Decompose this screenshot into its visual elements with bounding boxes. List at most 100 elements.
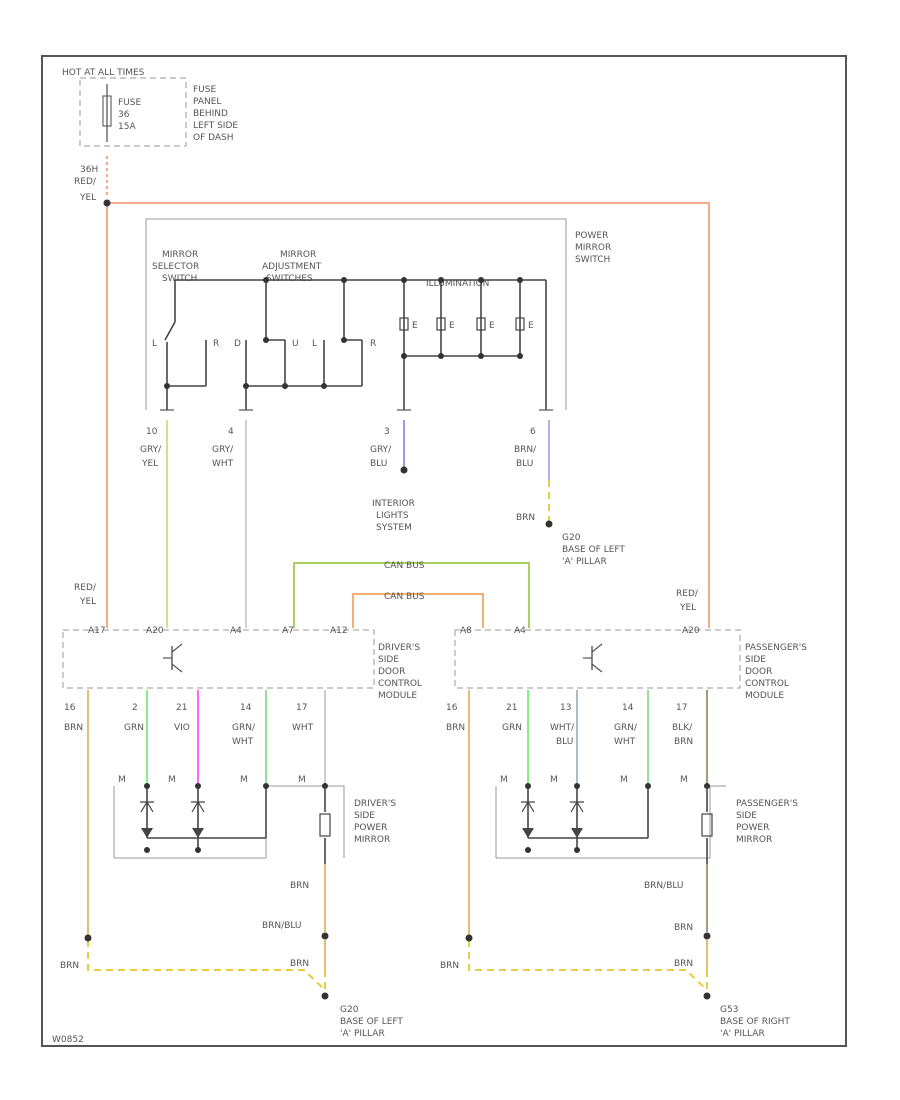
wire-gry-blu-1: GRY/ — [370, 445, 392, 455]
interior-lights-label-1: INTERIOR — [372, 499, 415, 509]
wire-gry-blu-2: BLU — [370, 459, 387, 469]
bulb-mark-1: E — [412, 321, 418, 331]
left-ground-loc-1: BASE OF LEFT — [340, 1017, 403, 1027]
can-bus-top-label: CAN BUS — [384, 561, 425, 571]
passengers-out-pin-13: 13 — [560, 703, 571, 713]
fuse-location-3: BEHIND — [193, 109, 228, 119]
fuse-panel-box — [79, 77, 187, 147]
ground-g20-switch-dot — [545, 520, 553, 528]
passengers-pin-a20: A20 — [682, 626, 700, 636]
passengers-module-output-wires — [468, 690, 708, 936]
drivers-out-brn: BRN — [64, 723, 83, 733]
feed-circuit-number: 36H — [80, 165, 98, 175]
drivers-feed-color-1: RED/ — [74, 583, 97, 593]
right-ground-wire-brn-blu: BRN/BLU — [644, 881, 684, 891]
right-ground-loc-2: 'A' PILLAR — [720, 1029, 765, 1039]
passengers-mirror-label-4: MIRROR — [736, 835, 772, 845]
passengers-pin-a4: A4 — [514, 626, 526, 636]
footer-code: W0852 — [52, 1035, 84, 1045]
passengers-out-wht-blu-1: WHT/ — [550, 723, 575, 733]
right-ground-loc-1: BASE OF RIGHT — [720, 1017, 790, 1027]
interior-lights-label-2: LIGHTS — [376, 511, 409, 521]
passengers-mirror-tag-1: M — [500, 775, 508, 785]
passengers-mirror-motors — [521, 786, 649, 850]
wire-pin-3: 3 — [384, 427, 390, 437]
switch-output-wires — [166, 420, 550, 628]
drivers-pin-a4: A4 — [230, 626, 242, 636]
passengers-module-label-4: CONTROL — [745, 679, 789, 689]
passengers-mirror-heater — [701, 786, 713, 864]
passengers-out-grn-wht-2: WHT — [614, 737, 636, 747]
wire-gry-wht-2: WHT — [212, 459, 234, 469]
bulb-mark-2: E — [449, 321, 455, 331]
drivers-mirror-tag-3: M — [240, 775, 248, 785]
adjust-left-mark: L — [312, 339, 317, 349]
drivers-door-control-module — [62, 629, 375, 689]
diagram-frame — [41, 55, 847, 1047]
drivers-mirror-tag-4: M — [298, 775, 306, 785]
selector-switch-label-1: MIRROR — [162, 250, 198, 260]
bulb-mark-3: E — [489, 321, 495, 331]
red-yel-feed-wires — [106, 156, 710, 628]
switch-internal-bus — [164, 279, 547, 410]
bulb-mark-4: E — [528, 321, 534, 331]
wire-gry-yel-1: GRY/ — [140, 445, 162, 455]
passengers-feed-color-1: RED/ — [676, 589, 699, 599]
drivers-mirror-label-3: POWER — [354, 823, 387, 833]
drivers-module-label-1: DRIVER'S — [378, 643, 420, 653]
drivers-pin-a12: A12 — [330, 626, 348, 636]
drivers-mirror-tag-1: M — [118, 775, 126, 785]
wire-pin-6: 6 — [530, 427, 536, 437]
drivers-power-mirror-box — [114, 785, 345, 859]
fuse-location-2: PANEL — [193, 97, 221, 107]
right-module-ground-wire: BRN — [440, 961, 459, 971]
right-joint-ground-wire: BRN — [674, 959, 693, 969]
selector-switch-label-3: SWITCH — [162, 274, 197, 284]
passengers-out-pin-17: 17 — [676, 703, 687, 713]
drivers-mirror-label-4: MIRROR — [354, 835, 390, 845]
drivers-out-grn-wht-2: WHT — [232, 737, 254, 747]
switch-junction-dots — [164, 277, 523, 389]
passengers-out-grn-wht-1: GRN/ — [614, 723, 638, 733]
selector-left-mark: L — [152, 339, 157, 349]
drivers-module-label-2: SIDE — [378, 655, 399, 665]
drivers-feed-color-2: YEL — [79, 597, 96, 607]
fuse-panel-header: HOT AT ALL TIMES — [62, 68, 145, 78]
passengers-module-label-2: SIDE — [745, 655, 766, 665]
passengers-feed-color-2: YEL — [679, 603, 696, 613]
drivers-out-grn: GRN — [124, 723, 144, 733]
fuse-number: 36 — [118, 110, 130, 120]
drivers-mirror-label-1: DRIVER'S — [354, 799, 396, 809]
can-bus-lines — [293, 562, 530, 628]
passengers-out-blk-brn-1: BLK/ — [672, 723, 693, 733]
drivers-out-wht: WHT — [292, 723, 314, 733]
wire-gry-wht-1: GRY/ — [212, 445, 234, 455]
passengers-out-grn: GRN — [502, 723, 522, 733]
drivers-out-pin-17: 17 — [296, 703, 307, 713]
drivers-pin-a20: A20 — [146, 626, 164, 636]
adjust-up-mark: U — [292, 339, 299, 349]
feed-wire-color-1: RED/ — [74, 177, 97, 187]
left-ground-wire-brn: BRN — [290, 881, 309, 891]
selector-right-mark: R — [213, 339, 219, 349]
fuse-location-4: LEFT SIDE — [193, 121, 238, 131]
adjustment-switches-label-2: ADJUSTMENT — [262, 262, 322, 272]
power-mirror-switch-box — [145, 218, 567, 410]
wire-pin-4: 4 — [228, 427, 234, 437]
ground-dots — [84, 932, 711, 1000]
ground-g20-switch-loc-1: BASE OF LEFT — [562, 545, 625, 555]
fuse-location-5: OF DASH — [193, 133, 234, 143]
power-mirror-switch-label-2: MIRROR — [575, 243, 611, 253]
bulb-symbols — [399, 317, 525, 331]
passengers-mirror-label-3: POWER — [736, 823, 769, 833]
right-ground-name: G53 — [720, 1005, 738, 1015]
feed-wire-color-2: YEL — [79, 193, 96, 203]
drivers-out-pin-14: 14 — [240, 703, 252, 713]
drivers-mirror-label-2: SIDE — [354, 811, 375, 821]
wire-brn-blu-1: BRN/ — [514, 445, 537, 455]
passengers-door-control-module — [454, 629, 741, 689]
adjustment-switches-label-1: MIRROR — [280, 250, 316, 260]
drivers-module-output-wires — [87, 690, 326, 936]
drivers-out-pin-21: 21 — [176, 703, 187, 713]
right-ground-wires — [468, 864, 708, 992]
